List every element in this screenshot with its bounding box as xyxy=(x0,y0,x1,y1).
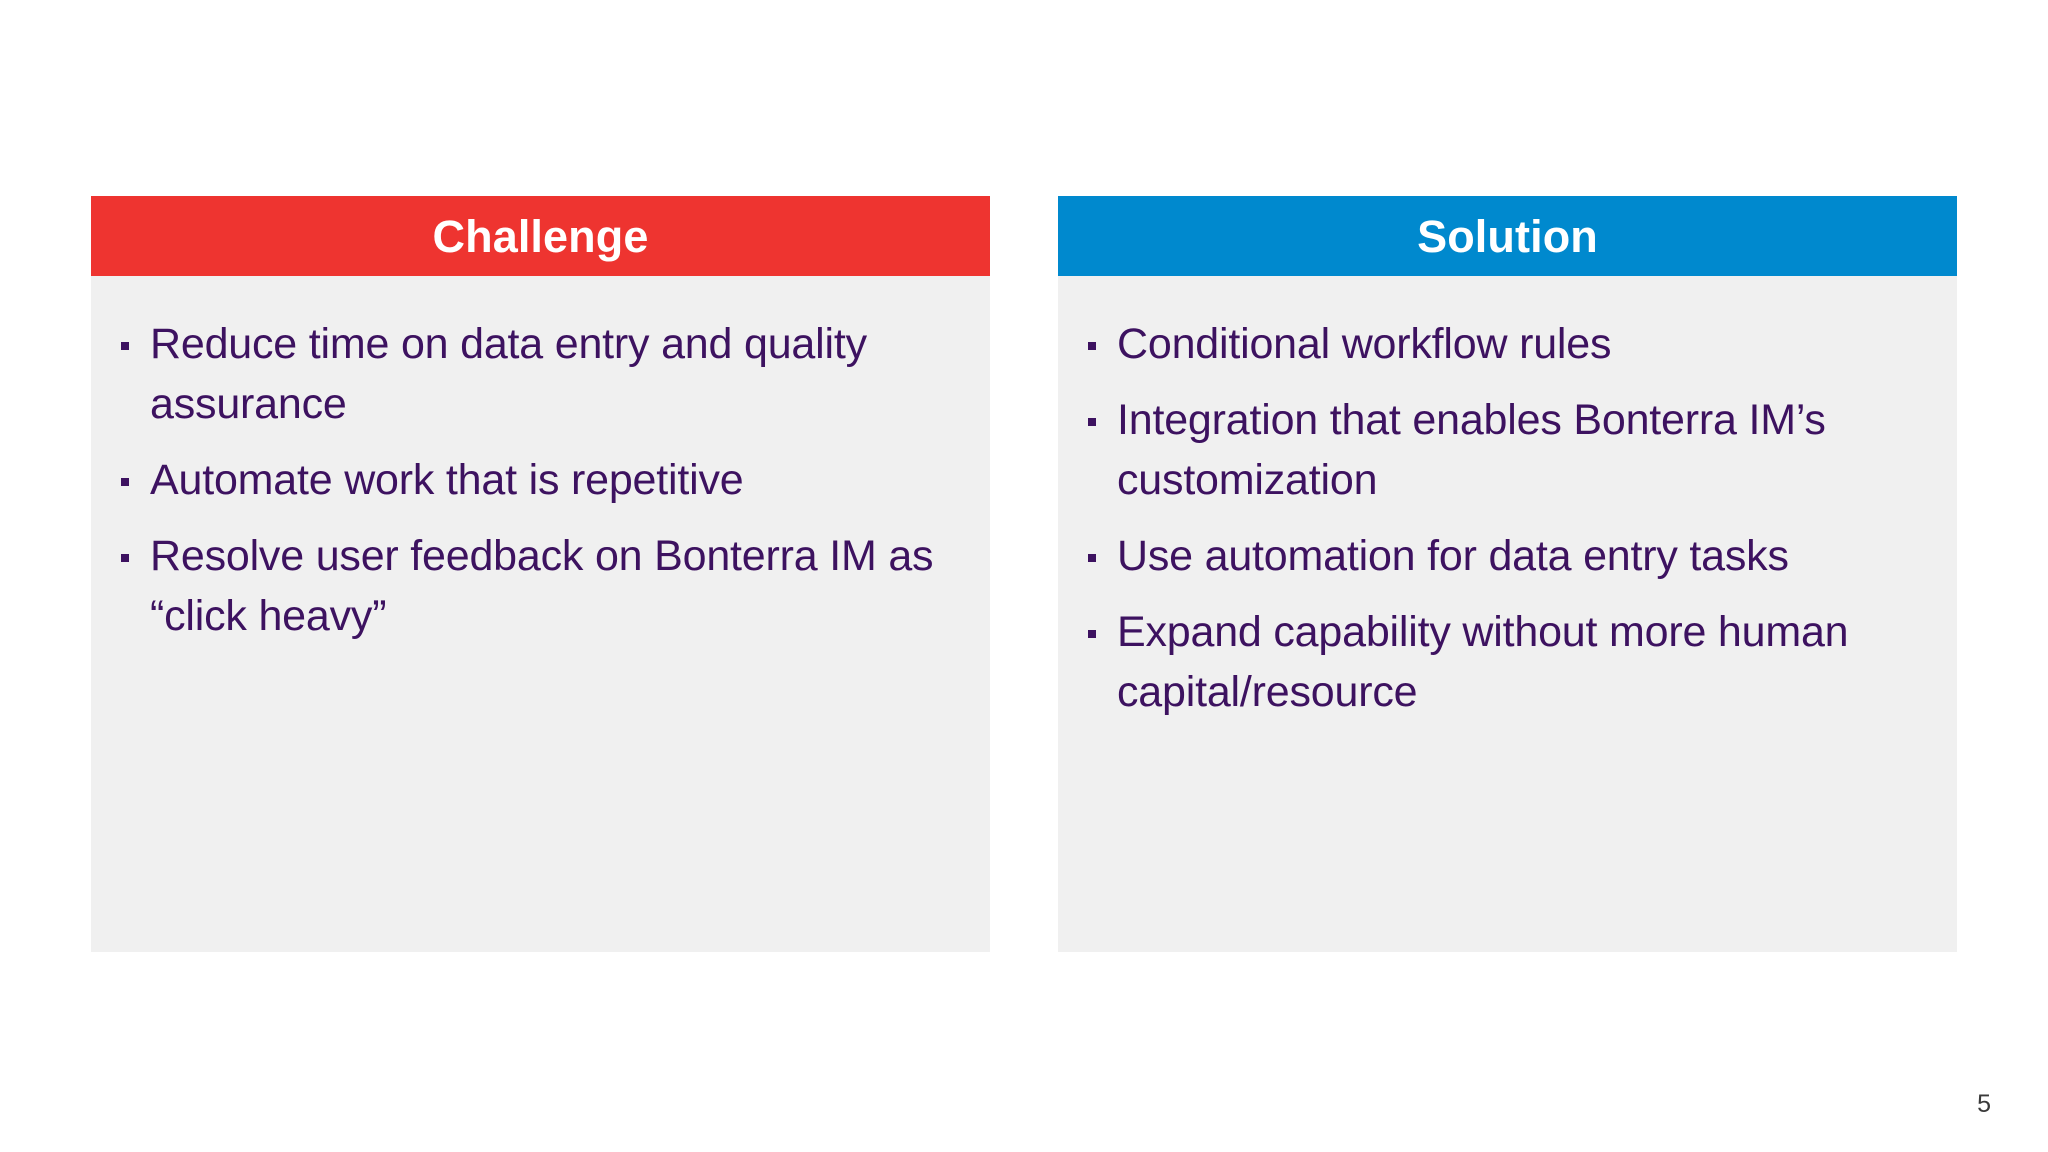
list-item-text: Automate work that is repetitive xyxy=(150,456,744,504)
list-item: Reduce time on data entry and quality as… xyxy=(121,314,960,434)
solution-header-bar: Solution xyxy=(1058,196,1957,276)
solution-body: Conditional workflow rules Integration t… xyxy=(1058,276,1957,952)
list-item-text: Reduce time on data entry and quality as… xyxy=(150,320,867,428)
list-item: Resolve user feedback on Bonterra IM as … xyxy=(121,526,960,646)
solution-bullet-list: Conditional workflow rules Integration t… xyxy=(1088,314,1927,722)
list-item-text: Conditional workflow rules xyxy=(1117,320,1612,368)
challenge-header-bar: Challenge xyxy=(91,196,990,276)
square-bullet-icon xyxy=(1088,418,1096,426)
square-bullet-icon xyxy=(121,554,129,562)
challenge-body: Reduce time on data entry and quality as… xyxy=(91,276,990,952)
solution-panel: Solution Conditional workflow rules Inte… xyxy=(1058,196,1957,952)
list-item: Conditional workflow rules xyxy=(1088,314,1927,374)
square-bullet-icon xyxy=(121,478,129,486)
challenge-bullet-list: Reduce time on data entry and quality as… xyxy=(121,314,960,646)
list-item-text: Resolve user feedback on Bonterra IM as … xyxy=(150,532,934,640)
page-number: 5 xyxy=(1977,1090,1991,1118)
square-bullet-icon xyxy=(1088,630,1096,638)
challenge-header-title: Challenge xyxy=(432,210,649,262)
square-bullet-icon xyxy=(121,342,129,350)
list-item-text: Expand capability without more human cap… xyxy=(1117,608,1849,716)
solution-header-title: Solution xyxy=(1417,210,1598,262)
square-bullet-icon xyxy=(1088,342,1096,350)
square-bullet-icon xyxy=(1088,554,1096,562)
list-item: Automate work that is repetitive xyxy=(121,450,960,510)
list-item: Expand capability without more human cap… xyxy=(1088,602,1927,722)
list-item-text: Use automation for data entry tasks xyxy=(1117,532,1789,580)
comparison-columns: Challenge Reduce time on data entry and … xyxy=(91,196,1957,952)
challenge-panel: Challenge Reduce time on data entry and … xyxy=(91,196,990,952)
list-item: Use automation for data entry tasks xyxy=(1088,526,1927,586)
list-item: Integration that enables Bonterra IM’s c… xyxy=(1088,390,1927,510)
list-item-text: Integration that enables Bonterra IM’s c… xyxy=(1117,396,1826,504)
